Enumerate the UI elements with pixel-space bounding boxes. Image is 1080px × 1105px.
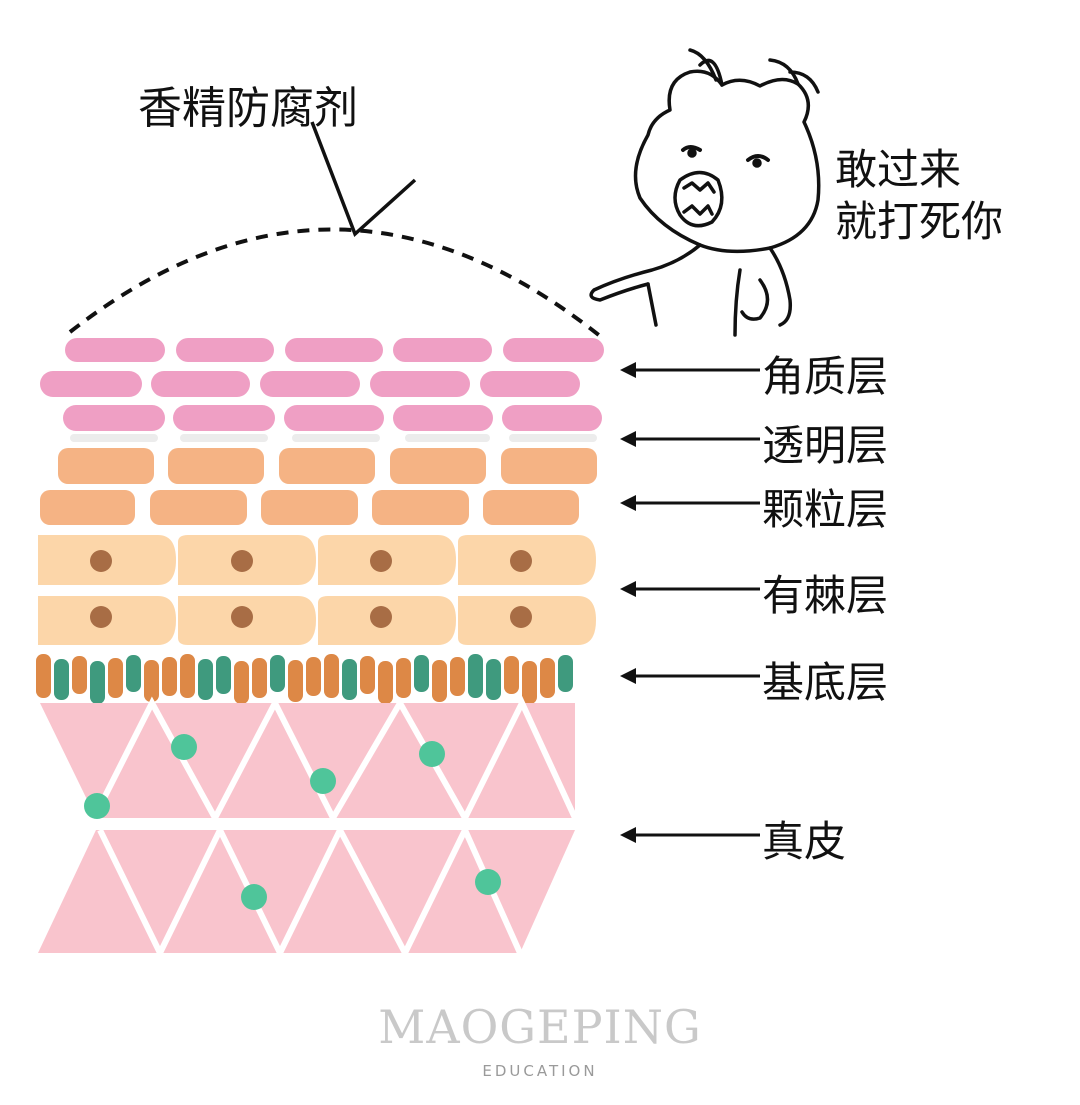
basal-cell-orange (36, 654, 51, 698)
basal-cell-orange (540, 658, 555, 698)
basal-cell-orange (108, 658, 123, 698)
basal-cell-green (468, 654, 483, 698)
barrier-arc (68, 227, 602, 338)
basal-cell-green (54, 659, 69, 700)
basal-cell-orange (324, 654, 339, 698)
dermis-dots (84, 734, 501, 910)
basal-cell-green (270, 655, 285, 692)
stratum-corneum (40, 338, 604, 431)
basal-cell-green (558, 655, 573, 692)
label-stratum-corneum: 角质层 (762, 352, 889, 401)
label-stratum-spinosum: 有棘层 (762, 571, 889, 620)
basal-cell-green (342, 659, 357, 700)
watermark-subtitle: EDUCATION (482, 1062, 598, 1080)
basal-cell-orange (306, 657, 321, 696)
dermis (38, 703, 575, 953)
basal-cell-orange (432, 660, 447, 702)
watermark-logo: MAOGEPING (378, 1000, 702, 1054)
label-pointer (310, 121, 417, 238)
basal-cell-green (414, 655, 429, 692)
basal-cell-green (486, 659, 501, 700)
spinosum-nuclei (90, 550, 532, 628)
label-stratum-granulosum: 颗粒层 (762, 485, 889, 534)
basal-cell-orange (180, 654, 195, 698)
speech-line-2: 就打死你 (835, 197, 1004, 246)
basal-cell-orange (144, 660, 159, 702)
basal-cell-orange (378, 661, 393, 704)
basal-cell-orange (360, 656, 375, 694)
angry-bear-icon (589, 48, 821, 337)
stratum-lucidum (70, 434, 597, 442)
basal-cell-orange (522, 661, 537, 704)
basal-cell-green (198, 659, 213, 700)
basal-cell-orange (396, 658, 411, 698)
top-label: 香精防腐剂 (138, 83, 358, 134)
basal-cell-green (216, 656, 231, 694)
basal-cell-orange (234, 661, 249, 704)
basal-cell-orange (162, 657, 177, 696)
basal-cell-orange (504, 656, 519, 694)
stratum-granulosum (40, 448, 597, 525)
label-dermis: 真皮 (762, 817, 847, 866)
basal-cell-orange (252, 658, 267, 698)
layer-arrows (620, 362, 760, 843)
label-stratum-lucidum: 透明层 (762, 421, 889, 470)
stratum-basale (36, 654, 573, 704)
speech-line-1: 敢过来 (835, 145, 962, 194)
stratum-spinosum (38, 535, 596, 645)
basal-cell-orange (450, 657, 465, 696)
basal-cell-green (126, 655, 141, 692)
basal-cell-orange (288, 660, 303, 702)
basal-cell-orange (72, 656, 87, 694)
basal-cell-green (90, 661, 105, 704)
label-stratum-basale: 基底层 (762, 658, 889, 707)
speech-bubble-text: 敢过来 就打死你 (835, 144, 1003, 248)
